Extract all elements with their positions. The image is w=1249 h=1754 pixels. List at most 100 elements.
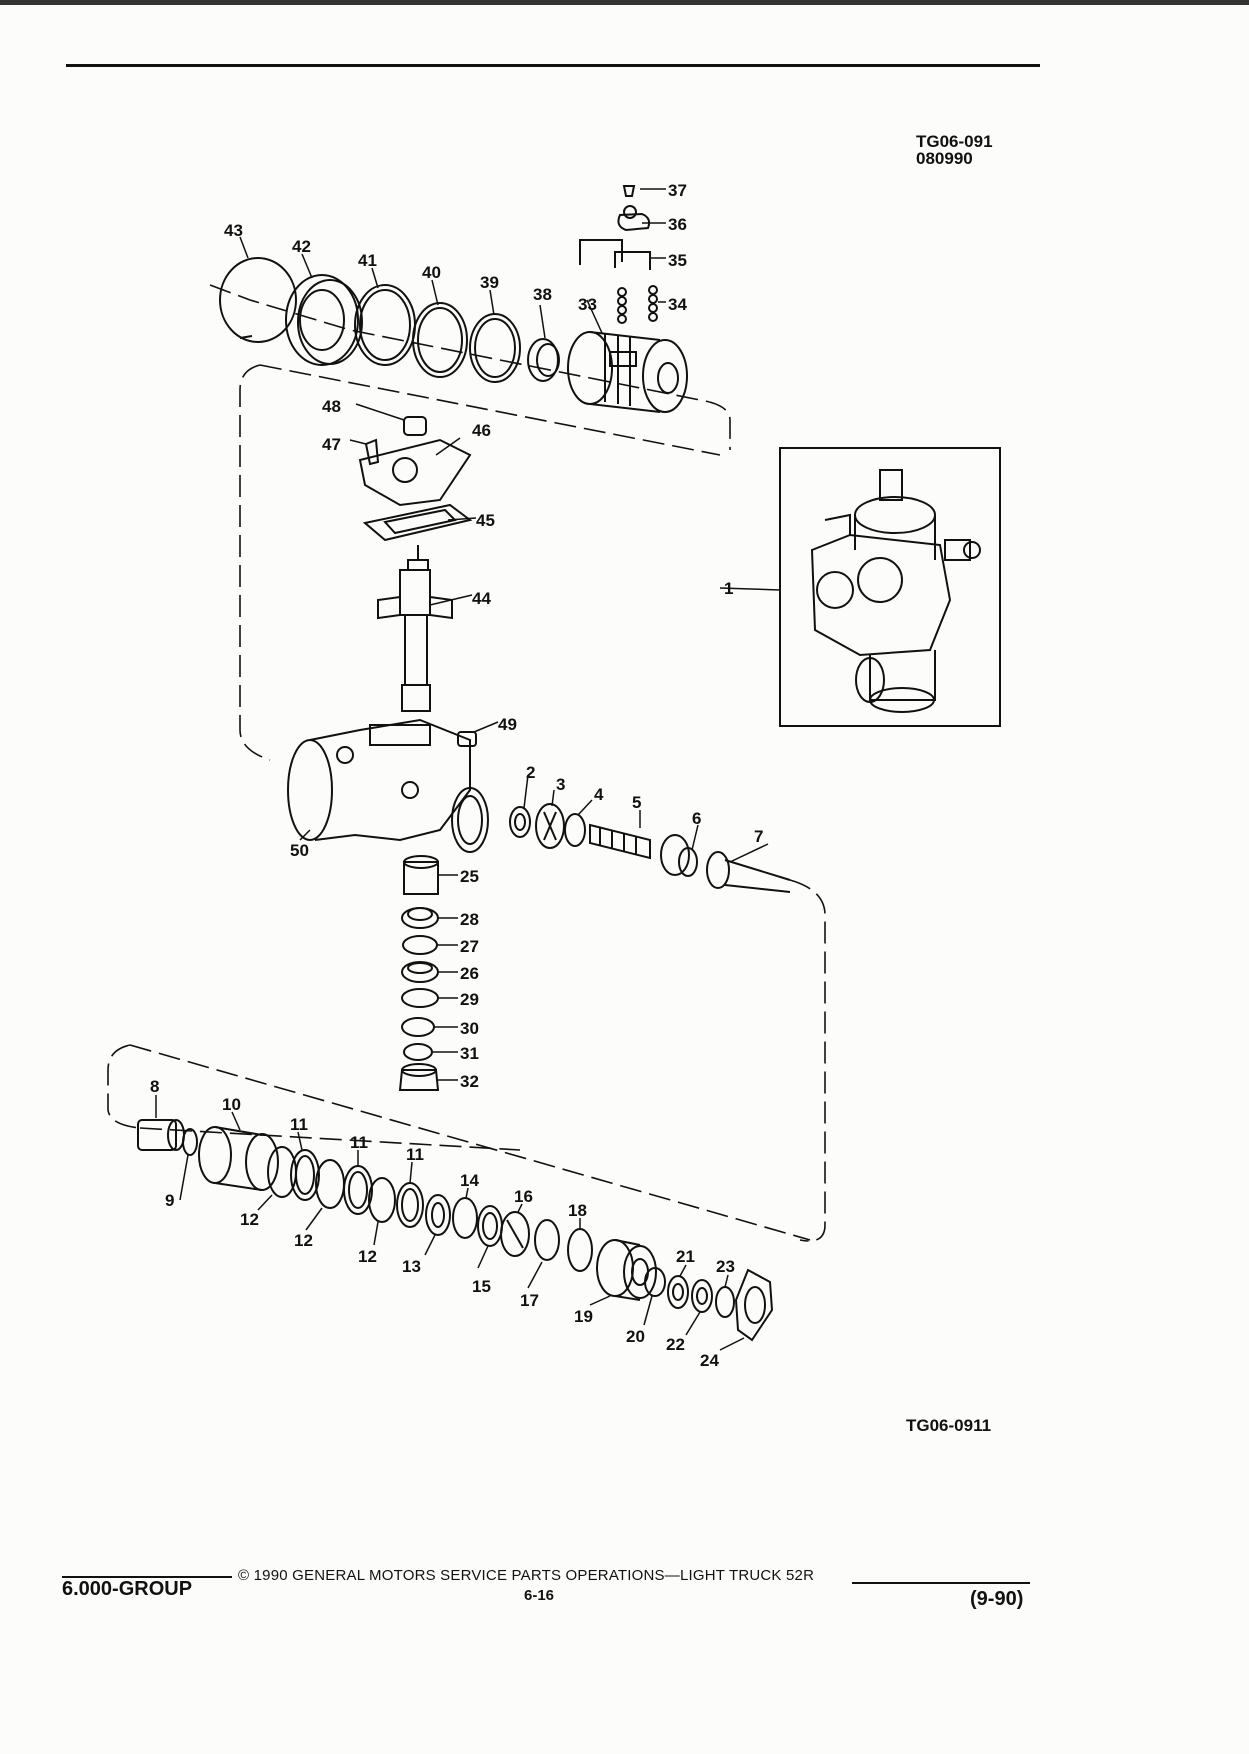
race-4 — [564, 813, 586, 847]
valve-spool-7 — [706, 851, 791, 893]
top-border — [0, 0, 1249, 5]
revision-date: (9-90) — [970, 1588, 1024, 1610]
retaining-ring-30 — [401, 1017, 435, 1037]
screw-37 — [622, 185, 636, 197]
o-ring-12c — [368, 1177, 396, 1223]
figure-code: TG06-0911 — [906, 1416, 992, 1435]
balls-34 — [617, 285, 658, 324]
seal-21 — [667, 1275, 689, 1309]
callout-3: 3 — [556, 775, 565, 794]
washer-28 — [401, 907, 439, 929]
rack-piston-33 — [567, 331, 688, 413]
ref-code-line2: 080990 — [916, 149, 973, 168]
page-number: 6-16 — [524, 1587, 555, 1604]
assembled-gear-1 — [810, 469, 981, 713]
callout-30: 30 — [460, 1019, 479, 1038]
reference-code: TG06-091 080990 — [916, 133, 993, 167]
inset-assembly — [719, 447, 1001, 727]
ref-code-line1: TG06-091 — [916, 132, 993, 151]
callout-11b: 11 — [350, 1133, 368, 1152]
bearing-25 — [403, 855, 439, 895]
callout-20: 20 — [626, 1327, 645, 1346]
worm-shaft-5 — [589, 823, 690, 876]
callout-42: 42 — [292, 237, 311, 256]
callout-23: 23 — [716, 1257, 735, 1276]
callout-19: 19 — [574, 1307, 593, 1326]
lower-assembly-path — [107, 879, 826, 1242]
callout-29: 29 — [460, 990, 479, 1009]
pitman-shaft-44 — [377, 545, 453, 712]
side-cover-46 — [358, 438, 472, 507]
callout-11a: 11 — [290, 1115, 308, 1134]
o-ring-39 — [469, 313, 521, 383]
seal-9 — [182, 1128, 198, 1156]
callout-45: 45 — [476, 511, 495, 530]
callout-21: 21 — [676, 1247, 695, 1266]
callout-31: 31 — [460, 1044, 479, 1063]
seal-2 — [509, 806, 531, 838]
callout-6: 6 — [692, 809, 701, 828]
callout-4: 4 — [594, 785, 604, 804]
ring-11c — [396, 1182, 424, 1228]
callout-40: 40 — [422, 263, 441, 282]
callout-46: 46 — [472, 421, 491, 440]
leader-lines — [155, 188, 769, 1351]
adjuster-nut-48 — [403, 416, 427, 436]
spool-13 — [425, 1194, 451, 1236]
ring-31 — [403, 1043, 433, 1061]
header-rule — [66, 64, 1040, 67]
callout-13: 13 — [402, 1257, 421, 1276]
callout-12c: 12 — [358, 1247, 377, 1266]
guide-clamp-36 — [617, 205, 651, 232]
callout-2: 2 — [526, 763, 535, 782]
bushing-20 — [644, 1267, 666, 1297]
o-ring-6 — [678, 847, 698, 877]
callout-8: 8 — [150, 1077, 159, 1096]
footer-rule-right — [852, 1582, 1030, 1584]
callout-34: 34 — [668, 295, 687, 314]
callout-17: 17 — [520, 1291, 539, 1310]
retaining-ring-43 — [219, 257, 297, 343]
bolt-47 — [364, 438, 380, 466]
callout-47: 47 — [322, 435, 341, 454]
callout-41: 41 — [358, 251, 377, 270]
footer-copyright: © 1990 GENERAL MOTORS SERVICE PARTS OPER… — [238, 1567, 815, 1584]
callout-37: 37 — [668, 181, 687, 200]
callout-32: 32 — [460, 1072, 479, 1091]
callout-12b: 12 — [294, 1231, 313, 1250]
callout-1: 1 — [724, 579, 733, 598]
callout-48: 48 — [322, 397, 341, 416]
seal-22 — [691, 1279, 713, 1313]
seal-27 — [402, 935, 438, 955]
plug-49 — [457, 731, 477, 747]
upper-assembly-path — [209, 284, 731, 761]
retaining-ring-23 — [715, 1286, 735, 1318]
callout-18: 18 — [568, 1201, 587, 1220]
nut-32 — [398, 1063, 440, 1091]
callout-50: 50 — [290, 841, 309, 860]
callout-49: 49 — [498, 715, 517, 734]
o-ring-12b — [315, 1159, 345, 1209]
o-ring-41 — [354, 284, 416, 366]
callout-12a: 12 — [240, 1210, 259, 1229]
callout-7: 7 — [754, 827, 763, 846]
bushing-38 — [527, 338, 560, 382]
bearing-16 — [500, 1211, 530, 1257]
callout-36: 36 — [668, 215, 687, 234]
footer-rule-left — [62, 1576, 232, 1578]
seal-42 — [285, 274, 363, 366]
callout-43: 43 — [224, 221, 243, 240]
callout-27: 27 — [460, 937, 479, 956]
callout-5: 5 — [632, 793, 641, 812]
bearing-8 — [137, 1119, 185, 1151]
valve-body-10 — [198, 1126, 279, 1191]
group-label: 6.000-GROUP — [62, 1578, 193, 1600]
ring-11a — [290, 1149, 320, 1201]
callout-15: 15 — [472, 1277, 491, 1296]
callout-labels: 37 36 35 34 33 38 39 40 41 42 43 48 47 4… — [150, 181, 763, 1370]
lock-nut-24 — [734, 1268, 774, 1342]
callout-10: 10 — [222, 1095, 241, 1114]
callout-39: 39 — [480, 273, 499, 292]
callout-22: 22 — [666, 1335, 685, 1354]
